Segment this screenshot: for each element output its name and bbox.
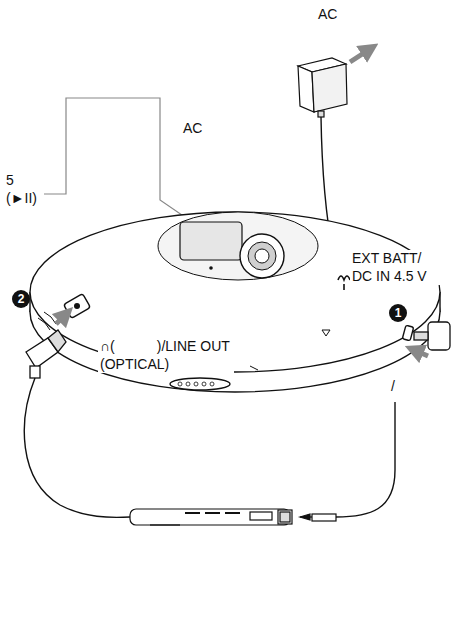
ac-adapter (298, 58, 347, 117)
remote-cable (24, 378, 130, 517)
line-plug (26, 330, 66, 378)
jack-label: ∩( )/LINE OUT (OPTICAL) (98, 338, 234, 373)
separator-label: / (389, 378, 397, 396)
power-label: AC (316, 6, 339, 24)
remote-control (130, 509, 292, 525)
callout-number: 2 (12, 290, 30, 308)
dc-plug (414, 322, 450, 350)
headphone-plug (300, 402, 395, 521)
jack-label: EXT BATT/ DC IN 4.5 V (350, 250, 440, 285)
power-label: AC (181, 120, 204, 138)
callout-number: 1 (389, 304, 407, 322)
cd-player (30, 212, 440, 392)
insert-arrow (56, 314, 66, 324)
insert-arrow (414, 350, 428, 356)
button-label: 5 (►II) (4, 172, 42, 207)
unplug-arrow (350, 49, 370, 62)
